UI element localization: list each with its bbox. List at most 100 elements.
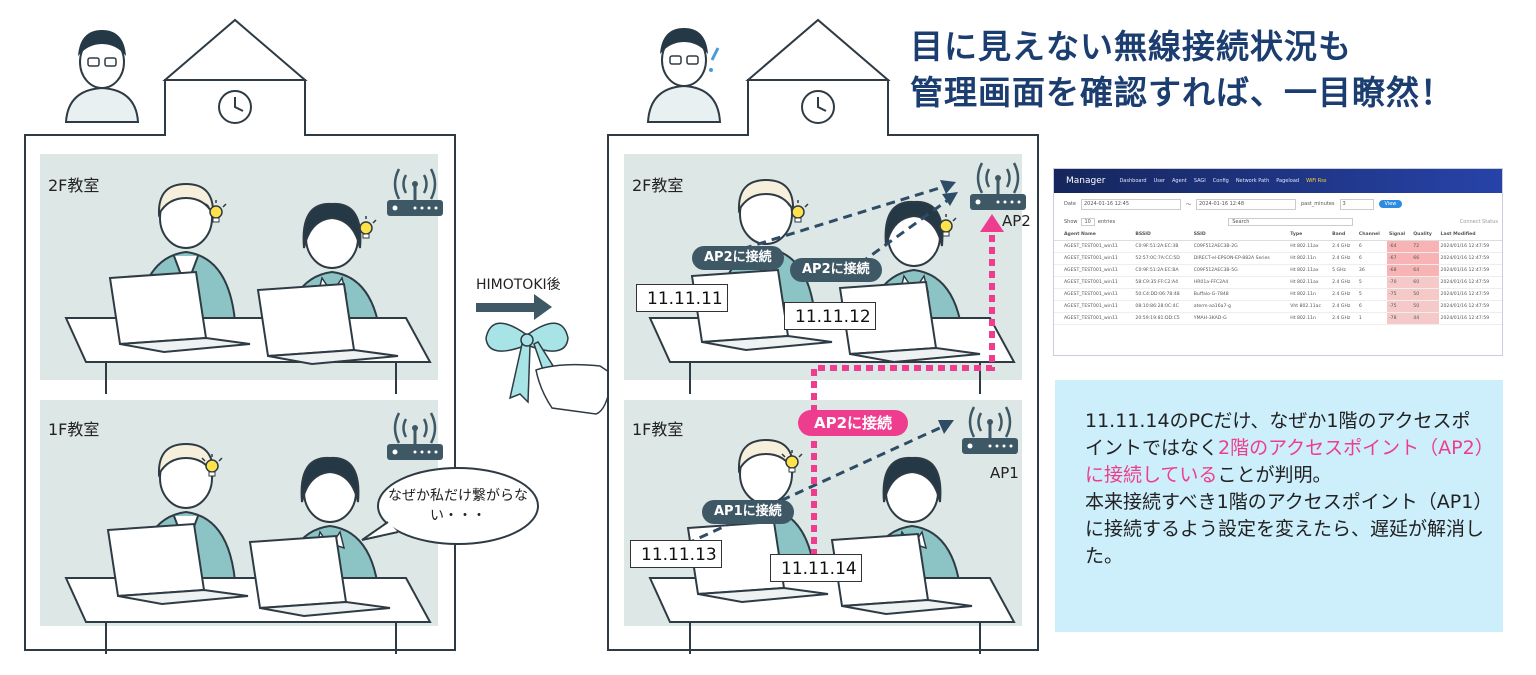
table-cell: -75: [1387, 288, 1412, 301]
date-from-input[interactable]: 2024-01-16 12:45: [1080, 198, 1181, 210]
table-cell: 2.4 GHz: [1332, 292, 1351, 297]
ap1-label: AP1: [990, 464, 1019, 482]
table-header-row: Agent Name BSSID SSID Type Band Channel …: [1054, 229, 1502, 241]
pill-ap1-connection: AP1に接続: [702, 500, 794, 524]
nav-pageload[interactable]: Pageload: [1276, 178, 1300, 184]
nav-user[interactable]: User: [1153, 178, 1165, 184]
nav-network-path[interactable]: Network Path: [1235, 178, 1270, 184]
table-cell: -68: [1387, 264, 1412, 277]
table-cell: 2.4 GHz: [1332, 316, 1351, 321]
table-cell: 20:59:19:81:DD:C5: [1135, 316, 1180, 321]
date-to-input[interactable]: 2024-01-16 12:48: [1195, 198, 1296, 210]
speech-bubble-text: なぜか私だけ繋がらない・・・: [388, 488, 528, 524]
table-cell: DIRECT-el-EPSON-EP-882A Series: [1193, 256, 1270, 261]
col-bssid[interactable]: BSSID: [1135, 232, 1151, 237]
table-cell: 2024/01/16 12:47:59: [1440, 316, 1490, 321]
table-cell: 50:C4:DD:06:78:48: [1135, 292, 1180, 297]
nav-agent[interactable]: Agent: [1172, 178, 1187, 184]
headline-line-2: 管理画面を確認すれば、一目瞭然！: [910, 73, 1454, 112]
headline-line-1: 目に見えない無線接続状況も: [910, 27, 1352, 66]
table-cell: AGEST_TEST001_win11: [1064, 256, 1118, 261]
col-type[interactable]: Type: [1290, 232, 1303, 237]
table-cell: 44: [1411, 312, 1439, 325]
right-room-1f-label: 1F教室: [632, 420, 684, 439]
table-cell: 2024/01/16 12:47:59: [1440, 280, 1490, 285]
table-cell: 60: [1411, 276, 1439, 289]
col-signal[interactable]: Signal: [1389, 232, 1406, 237]
headline: 目に見えない無線接続状況も 管理画面を確認すれば、一目瞭然！: [910, 24, 1454, 116]
right-building: [607, 18, 1039, 655]
table-cell: Buffalo-G-7848: [1193, 292, 1229, 297]
table-cell: 6: [1358, 304, 1362, 309]
note-paragraph-1: 11.11.14のPCだけ、なぜか1階のアクセスポイントではなく2階のアクセスポ…: [1085, 408, 1485, 489]
table-row[interactable]: AGEST_TEST001_win11 50:C4:DD:06:78:48 Buff…: [1054, 288, 1502, 301]
past-minutes-select[interactable]: 3: [1339, 198, 1374, 210]
note-p1-before: 11.11.14のPCだけ、なぜか1階のアクセスポイントではなく: [1085, 410, 1471, 459]
table-cell: AGEST_TEST001_win11: [1064, 244, 1118, 249]
table-cell: Ht 802.11ax: [1290, 280, 1319, 285]
table-cell: Vht 802.11ac: [1290, 304, 1321, 309]
table-cell: 64: [1411, 264, 1439, 277]
table-cell: 2.4 GHz: [1332, 304, 1351, 309]
note-paragraph-2: 本来接続すべき1階のアクセスポイント（AP1）に接続するよう設定を変えたら、遅延…: [1085, 491, 1485, 567]
explanation-note: 11.11.14のPCだけ、なぜか1階のアクセスポイントではなく2階のアクセスポ…: [1055, 380, 1503, 632]
date-separator: 〜: [1185, 201, 1191, 208]
col-agent-name[interactable]: Agent Name: [1064, 232, 1096, 237]
table-row[interactable]: AGEST_TEST001_win11 C0:9F:51:2A:EC:3B C09F…: [1054, 240, 1502, 253]
nav-config[interactable]: Config: [1212, 178, 1229, 184]
show-select[interactable]: 10: [1080, 218, 1095, 226]
col-last-modified[interactable]: Last Modified: [1440, 232, 1476, 237]
table-body: AGEST_TEST001_win11 C0:9F:51:2A:EC:3B C09F…: [1054, 240, 1502, 325]
table-cell: 2024/01/16 12:47:59: [1440, 292, 1490, 297]
search-input[interactable]: Search: [1228, 218, 1354, 226]
col-quality[interactable]: Quality: [1413, 232, 1432, 237]
table-cell: 2.4 GHz: [1332, 244, 1351, 249]
table-cell: 08:10:86:28:0C:4C: [1135, 304, 1179, 309]
past-minutes-label: past_minutes: [1300, 201, 1335, 207]
wifi-table: Agent Name BSSID SSID Type Band Channel …: [1054, 229, 1502, 325]
table-row[interactable]: AGEST_TEST001_win11 52:57:0C:7A:CC:5D DIRE…: [1054, 252, 1502, 265]
pill-ap2-connection-highlight: AP2に接続: [798, 410, 909, 436]
col-band[interactable]: Band: [1332, 232, 1346, 237]
table-cell: C0:9F:51:2A:EC:3B: [1135, 244, 1179, 249]
table-cell: aterm-aa16a7-g: [1193, 304, 1231, 309]
col-channel[interactable]: Channel: [1358, 232, 1380, 237]
table-cell: -78: [1387, 312, 1412, 325]
table-row[interactable]: AGEST_TEST001_win11 58:C9:35:FF:C2:A4 HR01…: [1054, 276, 1502, 289]
ap2-label: AP2: [1002, 212, 1031, 230]
table-cell: AGEST_TEST001_win11: [1064, 280, 1118, 285]
table-controls: Show 10 entries Search Connect Status: [1054, 215, 1502, 229]
table-cell: -64: [1387, 240, 1412, 253]
nav-sagi[interactable]: SAGI: [1193, 178, 1206, 184]
filter-row: Date 2024-01-16 12:45 〜 2024-01-16 12:48…: [1054, 193, 1502, 215]
left-building: [24, 18, 539, 655]
left-room-2f-label: 2F教室: [48, 176, 100, 195]
nav-wifi-rss[interactable]: WiFi Rss: [1306, 178, 1327, 184]
note-p1-highlight: 2階のアクセスポイント（AP2）に接続している: [1085, 437, 1485, 486]
table-cell: C09F512AEC3B-2G: [1193, 244, 1238, 249]
table-cell: YMAH-3KAD-G: [1193, 316, 1227, 321]
nav-dashboard[interactable]: Dashboard: [1119, 178, 1147, 184]
view-button[interactable]: View: [1378, 200, 1403, 208]
table-cell: Ht 802.11ax: [1290, 244, 1319, 249]
table-cell: C0:9F:51:2A:EC:BA: [1135, 268, 1179, 273]
table-cell: HR01a-FFC2A4: [1193, 280, 1229, 285]
table-cell: AGEST_TEST001_win11: [1064, 292, 1118, 297]
table-cell: 52:57:0C:7A:CC:5D: [1135, 256, 1180, 261]
right-room-2f-label: 2F教室: [632, 176, 684, 195]
table-cell: 72: [1411, 240, 1439, 253]
table-cell: 5 GHz: [1332, 268, 1346, 273]
table-cell: 6: [1358, 256, 1362, 261]
table-cell: 58:C9:35:FF:C2:A4: [1135, 280, 1179, 285]
col-ssid[interactable]: SSID: [1193, 232, 1206, 237]
left-room-1f-label: 1F教室: [48, 420, 100, 439]
pill-ap2-connection-a: AP2に接続: [692, 246, 784, 270]
transition-arrow: [476, 294, 613, 415]
manager-brand: Manager: [1066, 176, 1106, 186]
table-cell: Ht 802.11n: [1290, 292, 1316, 297]
table-cell: 2024/01/16 12:47:59: [1440, 244, 1490, 249]
